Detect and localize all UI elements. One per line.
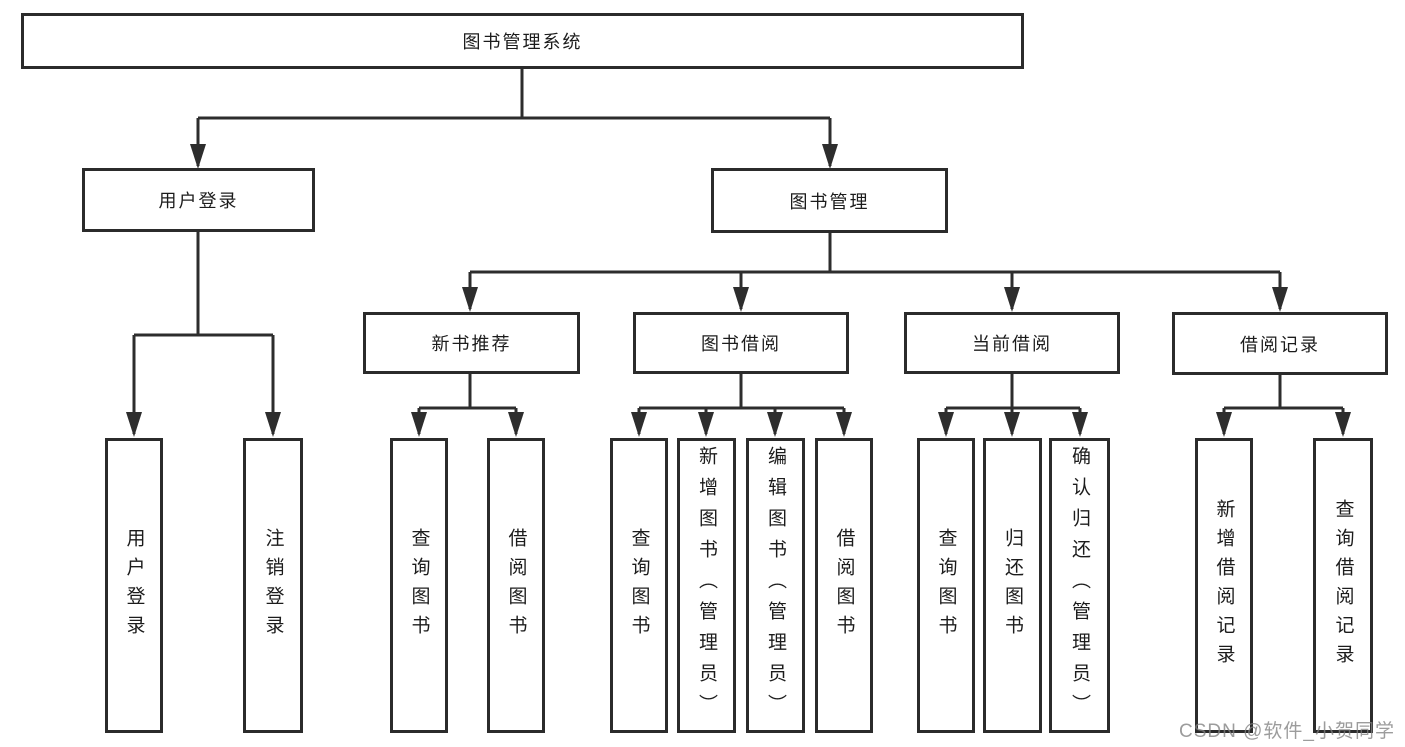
csdn-watermark: CSDN @软件_小贺同学 — [1179, 721, 1395, 742]
leaf-records-add-record: 新增借阅记录 — [1195, 438, 1253, 733]
connector-root-to-level2 — [190, 69, 838, 169]
leaf-newbooks-query-books: 查询图书 — [390, 438, 448, 733]
leaf-borrowing-query-books: 查询图书 — [610, 438, 668, 733]
node-library-management-system: 图书管理系统 — [21, 13, 1024, 69]
leaf-records-query-record: 查询借阅记录 — [1313, 438, 1373, 733]
leaf-newbooks-borrow-books: 借阅图书 — [487, 438, 545, 733]
connector-userlogin-to-leaves — [126, 232, 281, 437]
connector-records-to-leaves — [1216, 373, 1351, 437]
leaf-borrowing-edit-books-admin: 编辑图书（管理员） — [746, 438, 805, 733]
leaf-logout-login: 注销登录 — [243, 438, 303, 733]
node-new-book-recommend: 新书推荐 — [363, 312, 580, 374]
node-borrowing-records: 借阅记录 — [1172, 312, 1388, 375]
leaf-current-confirm-return-admin: 确认归还（管理员） — [1049, 438, 1110, 733]
leaf-borrowing-add-books-admin: 新增图书（管理员） — [677, 438, 736, 733]
connector-bookmgmt-to-level3 — [462, 232, 1288, 312]
node-book-borrowing: 图书借阅 — [633, 312, 849, 374]
leaf-borrowing-borrow-books: 借阅图书 — [815, 438, 873, 733]
leaf-user-login: 用户登录 — [105, 438, 163, 733]
connector-newbooks-to-leaves — [411, 373, 524, 437]
connector-current-to-leaves — [938, 373, 1088, 437]
leaf-current-return-books: 归还图书 — [983, 438, 1042, 733]
node-user-login: 用户登录 — [82, 168, 315, 232]
connector-borrowing-to-leaves — [631, 373, 852, 437]
node-current-borrowing: 当前借阅 — [904, 312, 1120, 374]
leaf-current-query-books: 查询图书 — [917, 438, 975, 733]
node-book-management: 图书管理 — [711, 168, 948, 233]
